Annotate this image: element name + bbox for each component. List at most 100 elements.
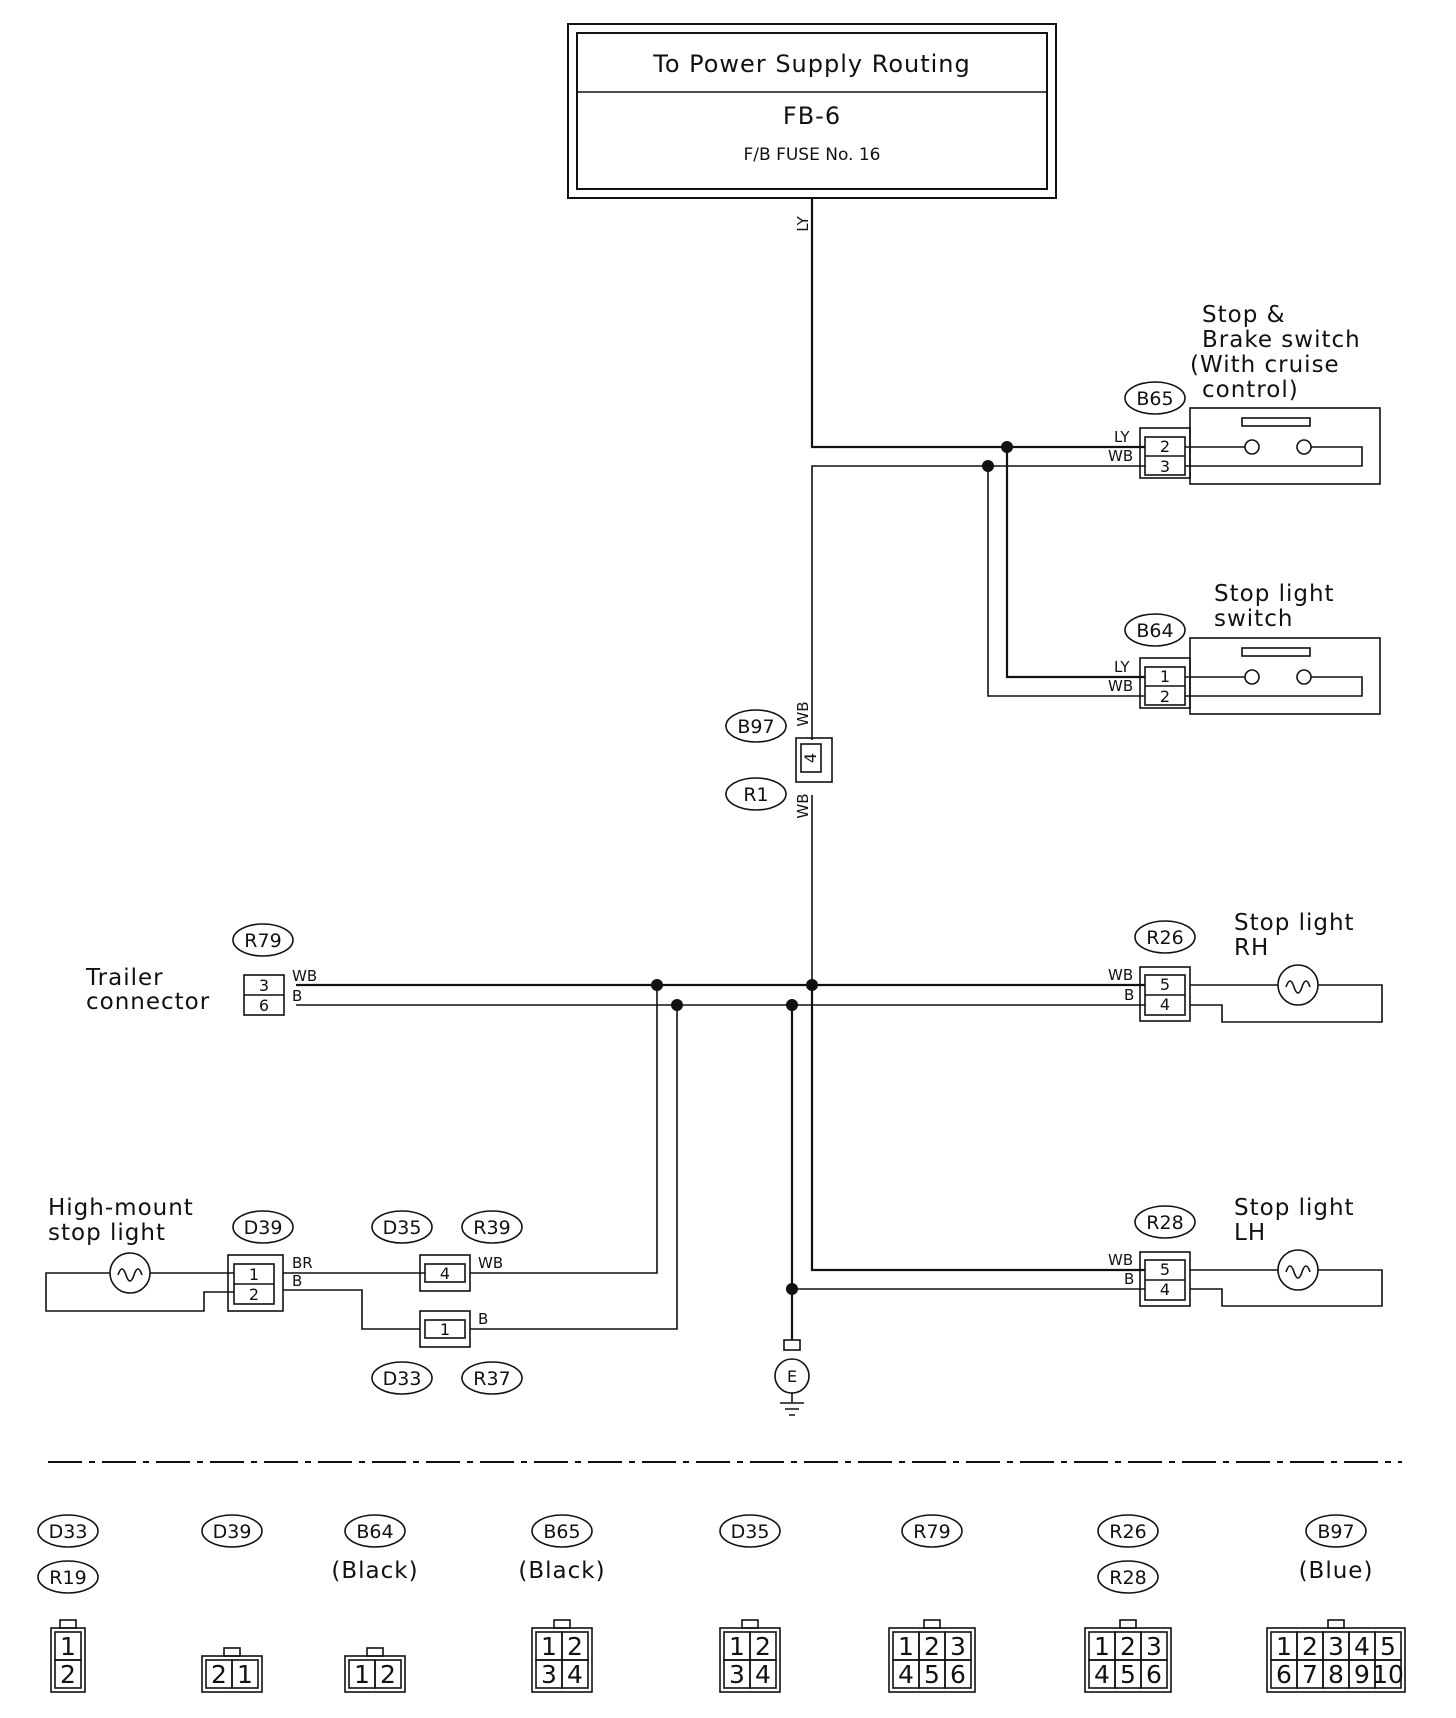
fuse-box-code: FB-6 (783, 102, 841, 130)
connector-pin: 6 (1276, 1660, 1292, 1689)
b97-r1-connector: B97 R1 4 (725, 709, 833, 811)
connector-code-b65: B65 (1136, 388, 1173, 410)
wire-label-br-d39: BR (292, 1254, 313, 1272)
b97-pin-4: 4 (801, 753, 820, 763)
wire-label-wb-b64: WB (1108, 677, 1133, 695)
connector-code-d39: D39 (244, 1217, 283, 1239)
wire-label-b-r28: B (1124, 1270, 1134, 1288)
stop-brake-switch: Stop & Brake switch (With cruise control… (1124, 302, 1381, 485)
stop-light-rh-name-1: Stop light (1234, 910, 1355, 936)
junction-dots (651, 441, 1013, 1295)
legend-code: R19 (49, 1567, 86, 1589)
high-mount-name-2: stop light (48, 1220, 166, 1246)
wire-label-wb-r1: WB (794, 793, 812, 818)
connector-code-b64: B64 (1136, 620, 1173, 642)
power-supply-box: To Power Supply Routing FB-6 F/B FUSE No… (567, 23, 1057, 199)
trailer-connector-name-2: connector (86, 989, 210, 1015)
legend-code: B97 (1317, 1521, 1354, 1543)
connector-pin: 1 (1094, 1632, 1110, 1661)
connector-pin: 3 (1328, 1632, 1344, 1661)
power-supply-title: To Power Supply Routing (652, 50, 971, 78)
connector-pin: 3 (1146, 1632, 1162, 1661)
legend-code: B65 (543, 1521, 580, 1543)
connector-pin: 2 (60, 1660, 76, 1689)
connector-pin: 4 (898, 1660, 914, 1689)
wire-label-wb-r28: WB (1108, 1251, 1133, 1269)
connector-code-b97: B97 (737, 716, 774, 738)
legend-code: R26 (1109, 1521, 1146, 1543)
connector-pin: 10 (1372, 1660, 1404, 1689)
connector-pin: 1 (1276, 1632, 1292, 1661)
connector-pin: 4 (755, 1660, 771, 1689)
stop-brake-switch-name-2: Brake switch (1202, 327, 1361, 353)
connector-pin: 9 (1354, 1660, 1370, 1689)
connector-pin: 6 (950, 1660, 966, 1689)
b64-pin-1: 1 (1160, 667, 1170, 686)
d33-r37-connector: 1 D33 R37 (371, 1310, 523, 1395)
connector-pin: 1 (898, 1632, 914, 1661)
legend-code: R28 (1109, 1567, 1146, 1589)
legend-color: (Blue) (1299, 1558, 1374, 1584)
connector-pin: 2 (1302, 1632, 1318, 1661)
connector-code-r1: R1 (743, 784, 768, 806)
legend-code: D35 (731, 1521, 770, 1543)
trailer-connector-name-1: Trailer (85, 965, 164, 991)
ground-symbol-icon (780, 1393, 804, 1416)
connector-code-r26: R26 (1146, 927, 1183, 949)
wire-label-wb-b65: WB (1108, 447, 1133, 465)
connector-pin: 1 (541, 1632, 557, 1661)
stop-light-switch: Stop light switch B64 1 2 (1124, 581, 1381, 715)
r79-pin-3: 3 (259, 976, 269, 995)
connector-pin: 2 (1120, 1632, 1136, 1661)
high-mount-name-1: High-mount (48, 1195, 194, 1221)
stop-light-lh-name-2: LH (1234, 1220, 1266, 1246)
legend-code: B64 (356, 1521, 393, 1543)
stop-brake-switch-name-1: Stop & (1202, 302, 1286, 328)
connector-pin: 3 (729, 1660, 745, 1689)
ground-label: E (787, 1367, 797, 1386)
wire-label-b-r37: B (478, 1310, 488, 1328)
wire-labels: LY LY WB LY WB WB WB WB B WB B WB B BR B… (292, 215, 1134, 1328)
wires (283, 198, 1145, 1340)
connector-pin: 5 (924, 1660, 940, 1689)
ground-point: E (774, 1339, 810, 1416)
connector-pin: 4 (1354, 1632, 1370, 1661)
wire-label-ly-trunk: LY (794, 215, 812, 231)
connector-pin: 1 (354, 1660, 370, 1689)
connector-pin: 5 (1120, 1660, 1136, 1689)
connector-pin: 6 (1146, 1660, 1162, 1689)
connector-pin: 4 (1094, 1660, 1110, 1689)
connector-code-r28: R28 (1146, 1212, 1183, 1234)
trailer-connector: R79 Trailer connector 3 6 (85, 923, 294, 1016)
high-mount-stop-light: High-mount stop light D39 1 2 (45, 1195, 294, 1312)
stop-light-rh: R26 Stop light RH 5 4 (1134, 910, 1383, 1023)
stop-light-lh-name-1: Stop light (1234, 1195, 1355, 1221)
wire-label-b-r26: B (1124, 986, 1134, 1004)
connector-code-r39: R39 (473, 1217, 510, 1239)
high-mount-bulb-icon (109, 1252, 151, 1294)
b64-pin-2: 2 (1160, 687, 1170, 706)
legend-color: (Black) (331, 1558, 418, 1584)
r79-pin-6: 6 (259, 996, 269, 1015)
d39-pin-2: 2 (249, 1285, 259, 1304)
d35-r39-connector: D35 R39 4 (371, 1210, 523, 1292)
connector-code-d35: D35 (383, 1217, 422, 1239)
connector-pin: 2 (567, 1632, 583, 1661)
wire-label-ly-b64: LY (1114, 658, 1130, 676)
wire-label-wb-b97: WB (794, 701, 812, 726)
connector-pin: 5 (1380, 1632, 1396, 1661)
connector-pin: 2 (755, 1632, 771, 1661)
stop-light-switch-name-2: switch (1214, 606, 1293, 632)
stop-brake-switch-name-4: control) (1202, 377, 1299, 403)
r37-pin-1: 1 (440, 1320, 450, 1339)
connector-pin: 2 (380, 1660, 396, 1689)
